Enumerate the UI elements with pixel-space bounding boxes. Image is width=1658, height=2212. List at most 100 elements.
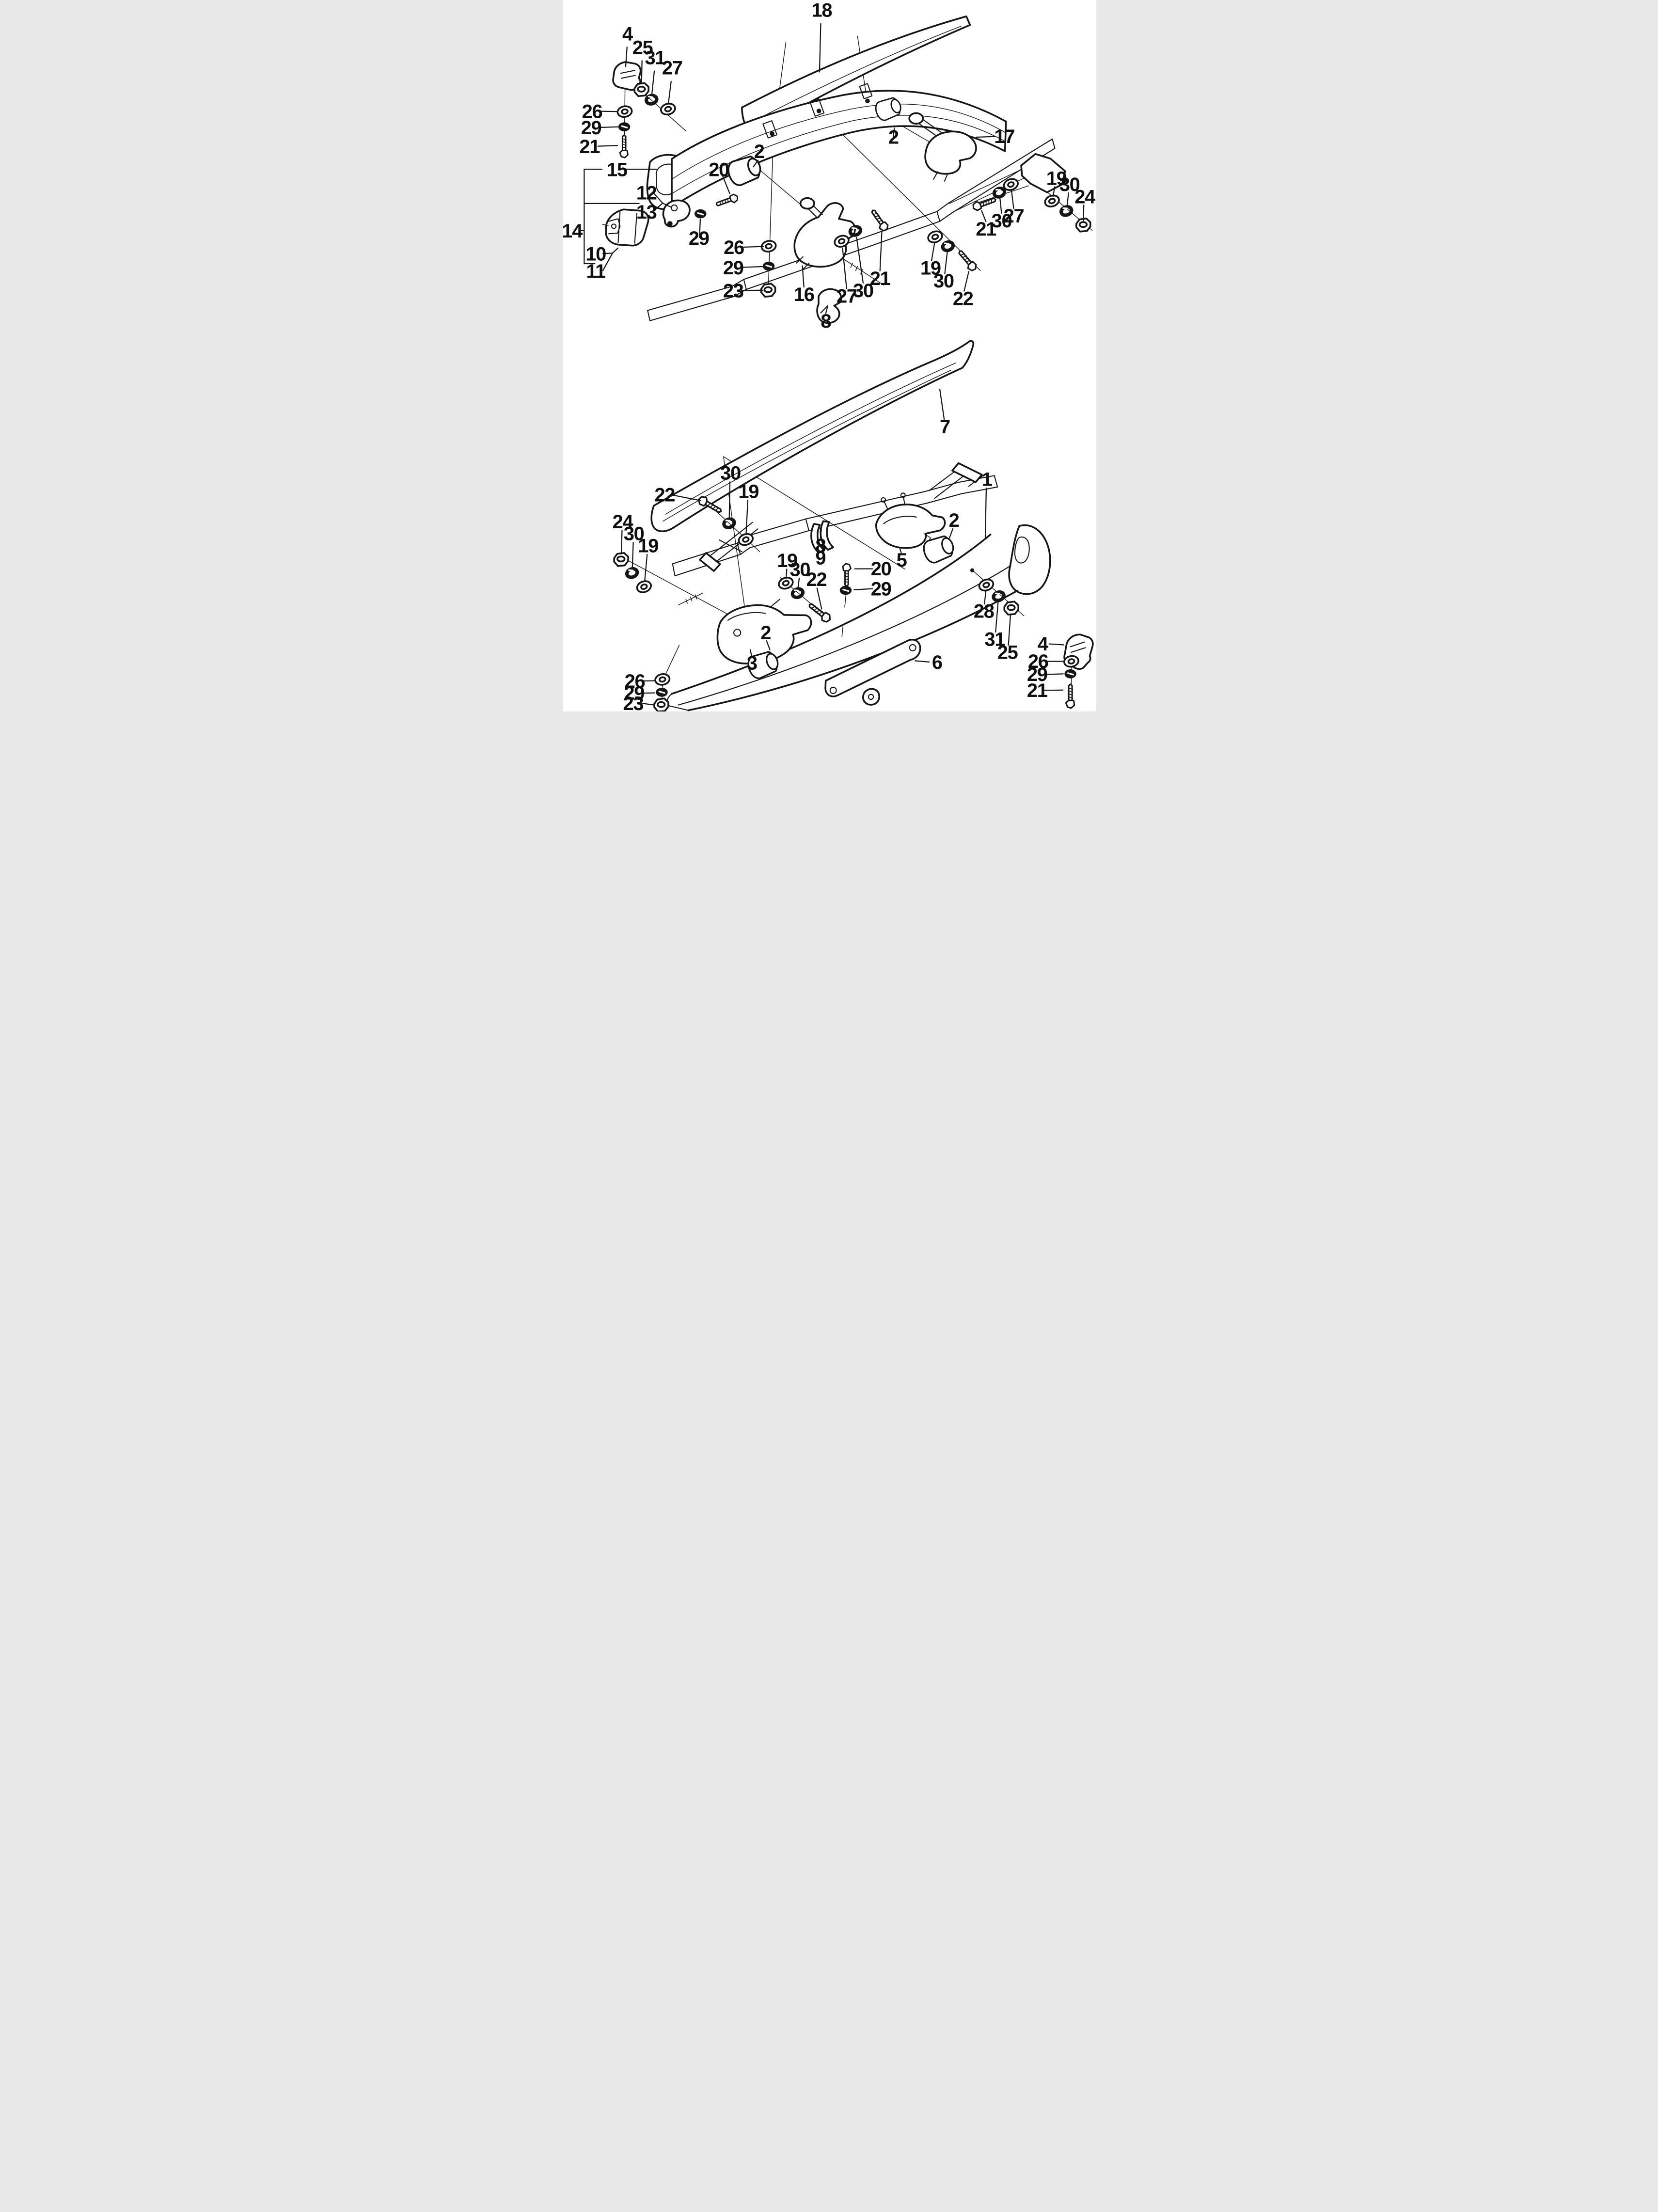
part-flat-washer — [653, 672, 671, 687]
part-callout-22: 22 — [952, 288, 973, 310]
part-callout-24: 24 — [612, 511, 633, 533]
part-callout-19: 19 — [638, 536, 658, 557]
leader-line-2 — [948, 528, 953, 539]
leader-line-31 — [651, 70, 655, 95]
projection-lines — [624, 35, 1092, 297]
part-callout-9: 9 — [815, 548, 825, 569]
part-callout-28: 28 — [973, 601, 994, 622]
part-callout-29: 29 — [1026, 664, 1047, 685]
leader-line-19 — [785, 569, 788, 579]
part-lock-washer — [645, 95, 657, 105]
part-callout-4: 4 — [622, 24, 632, 45]
part-callout-30: 30 — [991, 210, 1011, 232]
leader-line-1 — [984, 487, 987, 538]
leader-line-22 — [816, 587, 822, 610]
part-spring-washer — [617, 122, 631, 132]
part-callout-27: 27 — [662, 58, 682, 79]
part-callout-2: 2 — [754, 141, 764, 162]
part-callout-30: 30 — [623, 523, 644, 544]
part-callout-22: 22 — [806, 569, 826, 590]
leader-line-21 — [879, 231, 883, 271]
part-flat-washer — [634, 578, 653, 595]
leader-line-29 — [740, 266, 764, 268]
part-callout-26: 26 — [624, 671, 645, 692]
part-callout-2: 2 — [888, 126, 898, 148]
part-callout-29: 29 — [624, 683, 644, 704]
leader-line-4 — [625, 46, 628, 67]
part-hex-nut — [653, 697, 669, 711]
part-callout-31: 31 — [645, 47, 665, 68]
part-callout-10: 10 — [585, 244, 606, 265]
part-callout-4: 4 — [1037, 633, 1048, 655]
part-callout-23: 23 — [623, 693, 643, 711]
leader-line-23 — [740, 289, 764, 291]
part-lock-washer — [992, 591, 1005, 602]
leader-line-26 — [642, 680, 656, 682]
part-flat-washer — [977, 576, 995, 594]
part-callout-27: 27 — [836, 285, 856, 307]
part-plate-6 — [824, 638, 921, 706]
part-lock-washer — [625, 568, 638, 579]
part-hex-nut — [1003, 600, 1019, 616]
part-hex-bolt — [955, 248, 979, 273]
part-callout-21: 21 — [1026, 680, 1047, 701]
part-callout-26: 26 — [724, 237, 744, 258]
part-callout-30: 30 — [720, 463, 741, 484]
leader-line-20 — [721, 174, 730, 194]
leader-line-2 — [765, 640, 771, 650]
part-callout-12: 12 — [636, 183, 656, 204]
leader-line-31 — [995, 601, 999, 633]
leader-line-25 — [641, 60, 643, 85]
part-callout-26: 26 — [1027, 651, 1048, 672]
part-hex-nut — [613, 552, 629, 567]
part-callout-24: 24 — [1074, 186, 1095, 207]
part-callout-3: 3 — [746, 652, 757, 674]
part-callout-29: 29 — [870, 578, 891, 600]
leader-line-29 — [698, 218, 701, 238]
part-callout-1: 1 — [981, 469, 992, 490]
leader-line-24 — [1082, 205, 1084, 221]
exploded-diagram-canvas: 1842531272629211514121310112022926292316… — [562, 0, 1096, 711]
part-callout-27: 27 — [1003, 205, 1024, 227]
part-callout-2: 2 — [760, 622, 771, 644]
part-hex-bolt — [1065, 683, 1075, 709]
part-callout-17: 17 — [994, 126, 1014, 147]
part-callout-30: 30 — [1059, 174, 1079, 195]
leader-line-21 — [980, 210, 986, 222]
part-callout-16: 16 — [793, 284, 814, 305]
part-rear-frame-bar — [672, 462, 998, 577]
part-callout-14: 14 — [563, 221, 583, 242]
leader-line-21 — [1043, 689, 1063, 691]
leader-line-19 — [931, 242, 935, 261]
part-callout-30: 30 — [853, 280, 873, 301]
leader-line-27 — [1011, 190, 1014, 209]
part-bracket-17 — [908, 112, 977, 182]
part-callout-20: 20 — [870, 558, 891, 580]
part-callout-8: 8 — [815, 536, 825, 557]
leader-line-22 — [963, 270, 969, 292]
leader-line-8 — [820, 529, 822, 539]
part-hex-bolt — [842, 563, 852, 587]
part-guard-10-11 — [602, 208, 649, 247]
part-spring-washer — [1063, 669, 1077, 679]
leader-line-5 — [899, 547, 902, 553]
part-frame-bar — [647, 138, 1055, 321]
part-callout-26: 26 — [582, 101, 602, 123]
part-callout-19: 19 — [920, 258, 940, 279]
part-callout-23: 23 — [723, 281, 743, 302]
part-hex-bolt — [714, 192, 740, 209]
leader-line-25 — [1007, 613, 1011, 646]
leader-line-27 — [667, 80, 672, 105]
leader-line-2 — [892, 127, 895, 138]
part-callout-30: 30 — [933, 270, 953, 292]
part-callout-6: 6 — [932, 652, 942, 673]
part-clip-12-13 — [662, 199, 691, 228]
leader-line-30 — [999, 197, 1002, 214]
leader-line-4 — [1048, 643, 1064, 646]
leader-line-29 — [641, 692, 655, 694]
leader-line-19 — [745, 500, 748, 535]
leader-line-23 — [640, 702, 655, 706]
part-spring-washer — [839, 585, 852, 596]
